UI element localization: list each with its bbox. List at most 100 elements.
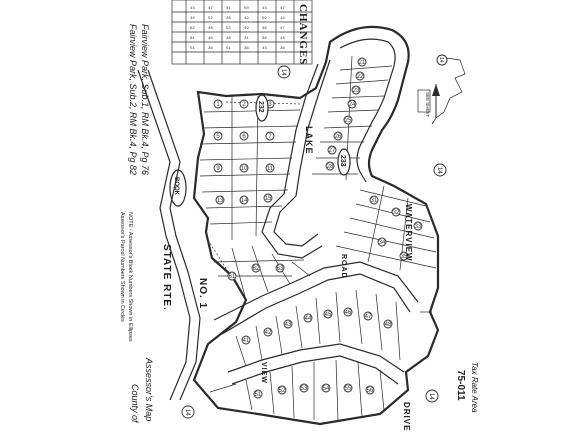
svg-text:43: 43	[262, 7, 267, 11]
road-lake: LAKE	[304, 126, 314, 155]
svg-text:7: 7	[268, 134, 272, 140]
svg-text:47: 47	[365, 314, 372, 320]
svg-text:47: 47	[280, 7, 285, 11]
road-view: VIEW	[260, 362, 267, 384]
svg-text:62: 62	[253, 266, 260, 272]
tax-rate-area-code: 75-011	[455, 370, 466, 401]
state-route-line	[137, 69, 201, 401]
svg-text:55: 55	[345, 386, 352, 392]
svg-text:2: 2	[242, 102, 246, 108]
svg-text:14: 14	[184, 409, 190, 416]
svg-text:11: 11	[267, 166, 274, 172]
svg-text:28: 28	[327, 164, 334, 170]
svg-text:52: 52	[279, 388, 286, 394]
svg-text:61: 61	[229, 274, 236, 280]
tax-rate-area-label: Tax Rate Area	[470, 362, 479, 413]
svg-text:14: 14	[280, 69, 286, 76]
svg-text:31: 31	[371, 198, 378, 204]
svg-text:32: 32	[393, 210, 400, 216]
svg-text:43: 43	[285, 322, 292, 328]
subdivision-note-2: Fairview Park, Sub.2, RM Bk.4, Pg 82	[128, 24, 138, 175]
svg-text:14: 14	[438, 57, 444, 63]
road-state-route-number: NO. 1	[197, 278, 208, 309]
svg-text:54: 54	[323, 386, 330, 392]
block-233: 233	[337, 148, 351, 176]
svg-text:BOOK: BOOK	[173, 177, 179, 196]
svg-text:6: 6	[242, 134, 246, 140]
svg-text:22: 22	[357, 74, 364, 80]
svg-text:41: 41	[243, 338, 250, 344]
svg-text:56: 56	[367, 388, 374, 394]
svg-text:59: 59	[262, 17, 267, 21]
svg-text:36: 36	[244, 47, 249, 51]
svg-text:45: 45	[325, 312, 332, 318]
road-state-route: STATE RTE.	[161, 244, 172, 311]
svg-text:51: 51	[255, 392, 262, 398]
svg-text:44: 44	[190, 17, 195, 21]
svg-text:49: 49	[244, 17, 249, 21]
svg-text:51: 51	[226, 47, 231, 51]
block-14-markers: 14 14 14 14 14	[181, 54, 448, 419]
svg-text:232: 232	[257, 101, 264, 113]
svg-text:26: 26	[335, 134, 342, 140]
svg-text:47: 47	[208, 7, 213, 11]
svg-text:23: 23	[353, 88, 360, 94]
svg-text:233: 233	[339, 155, 346, 167]
svg-text:13: 13	[217, 198, 224, 204]
svg-text:46: 46	[262, 27, 267, 31]
assessor-map-label: Assessor's Map	[144, 357, 154, 421]
svg-text:52: 52	[208, 17, 213, 21]
svg-text:50: 50	[244, 7, 249, 11]
svg-text:62: 62	[190, 27, 195, 31]
parcel-boundary	[192, 25, 440, 426]
svg-text:14: 14	[241, 198, 248, 204]
svg-text:44: 44	[280, 37, 285, 41]
svg-text:63: 63	[277, 266, 284, 272]
svg-text:53: 53	[301, 386, 308, 392]
svg-text:24: 24	[349, 102, 356, 108]
road-drive: DRIVE	[402, 402, 411, 431]
svg-text:48: 48	[385, 322, 392, 328]
svg-text:14: 14	[280, 17, 285, 21]
svg-text:43: 43	[262, 47, 267, 51]
road-waterview: WATERVIEW	[404, 204, 413, 262]
svg-text:38: 38	[226, 37, 231, 41]
svg-text:48: 48	[208, 27, 213, 31]
svg-text:36: 36	[262, 37, 267, 41]
svg-text:28: 28	[226, 17, 231, 21]
svg-text:31: 31	[226, 7, 231, 11]
lot-lines	[199, 55, 437, 421]
svg-text:36: 36	[280, 47, 285, 51]
svg-text:10: 10	[241, 166, 248, 172]
svg-text:47: 47	[280, 27, 285, 31]
svg-text:21: 21	[359, 60, 366, 66]
changes-title: CHANGES	[297, 4, 309, 65]
svg-text:34: 34	[379, 240, 386, 246]
svg-text:61: 61	[190, 37, 195, 41]
svg-text:21: 21	[244, 37, 249, 41]
svg-text:25: 25	[345, 118, 352, 124]
block-232: 232	[255, 94, 269, 122]
note-line-2: Assessor's Parcel Numbers Shown in Circl…	[119, 212, 125, 322]
subdivision-note-1: Fairview Park, Sub.1, RM Bk.4, Pg 76	[140, 24, 150, 175]
svg-text:14: 14	[436, 167, 442, 174]
svg-text:9: 9	[216, 166, 220, 172]
svg-text:46: 46	[345, 310, 352, 316]
county-label: County of	[130, 384, 140, 424]
road-road: ROAD	[340, 254, 347, 279]
block-book: BOOK	[169, 169, 187, 207]
north-arrow-icon	[432, 84, 440, 118]
svg-text:53: 53	[226, 27, 231, 31]
svg-text:SEE SHEET: SEE SHEET	[425, 92, 430, 118]
svg-text:44: 44	[305, 316, 312, 322]
svg-text:42: 42	[265, 330, 272, 336]
svg-text:51: 51	[190, 47, 195, 51]
svg-text:46: 46	[208, 37, 213, 41]
svg-text:43: 43	[190, 7, 195, 11]
svg-text:5: 5	[216, 134, 220, 140]
note-line-1: NOTE - Assessor's Block Numbers Shown in…	[127, 212, 133, 342]
svg-text:14: 14	[428, 393, 434, 400]
svg-text:35: 35	[401, 254, 408, 260]
